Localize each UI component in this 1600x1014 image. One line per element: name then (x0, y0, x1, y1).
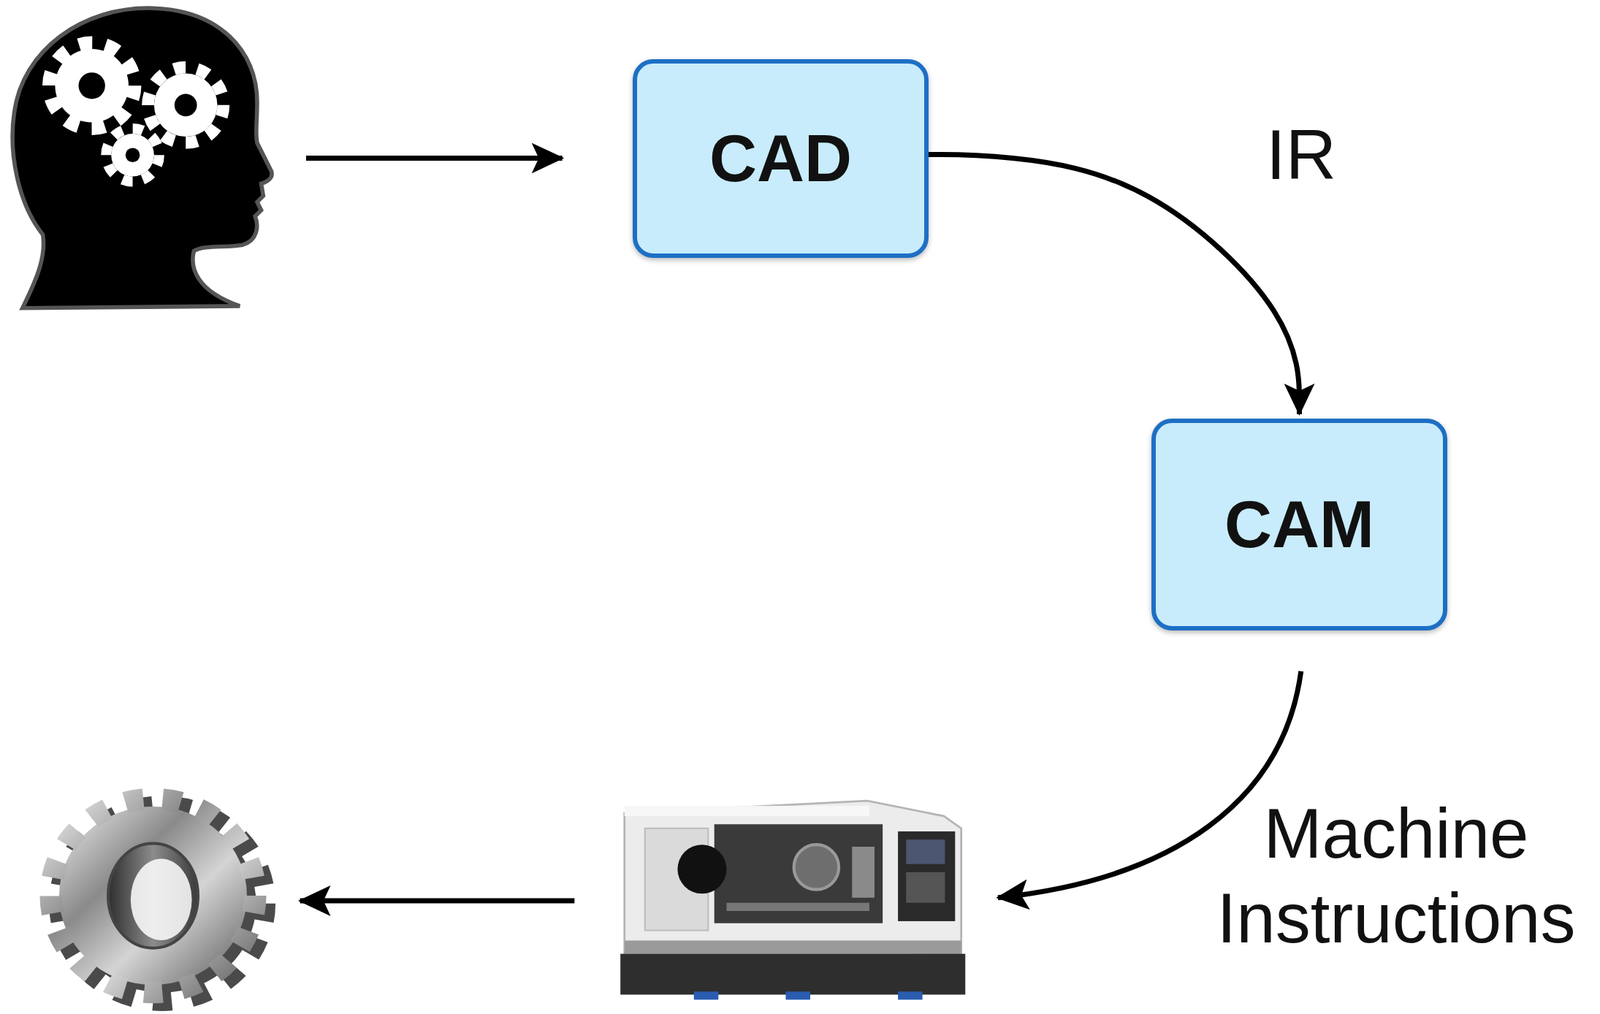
cnc-machine (620, 800, 966, 1000)
gear-teeth (148, 67, 224, 143)
gear-bore (108, 843, 198, 948)
control-panel (897, 831, 955, 922)
head-icon (12, 8, 272, 309)
machine-window (714, 824, 883, 923)
process-box: CAM (1151, 418, 1448, 631)
control-screen (905, 839, 945, 865)
head-silhouette (12, 8, 272, 309)
machine-turret (851, 846, 875, 898)
metal-gear (51, 798, 265, 1001)
box-title: CAD (709, 122, 852, 196)
machine-foot (897, 991, 923, 1000)
machine-base (620, 954, 966, 996)
machine-logo (677, 844, 727, 894)
flow-arrow (928, 154, 1300, 415)
gear-teeth (48, 43, 135, 129)
machine-rail (726, 903, 870, 912)
gear-body (154, 73, 218, 138)
gear-hole (174, 93, 198, 117)
edge-label: IR (1261, 112, 1341, 198)
gear-hole (78, 72, 106, 99)
machine-body (624, 800, 962, 959)
control-keys (905, 872, 945, 904)
gear-bore-inner (130, 859, 193, 941)
machine-chuck (794, 844, 839, 890)
gear-body (111, 133, 155, 177)
flow-arrow (300, 898, 575, 904)
machine-top-band (624, 805, 870, 817)
arrow-label: Machine Instructions (1213, 791, 1579, 961)
machine-foot (694, 991, 719, 1000)
gear-hole (125, 147, 141, 163)
machine-foot (785, 991, 811, 1000)
gear-face-teeth (51, 798, 255, 993)
box-title: CAM (1224, 488, 1375, 562)
gear-teeth (105, 128, 160, 182)
process-box: CAD (632, 59, 929, 258)
flow-arrow (306, 155, 563, 161)
flow-arrow (997, 671, 1302, 898)
machine-stripe (624, 940, 962, 954)
